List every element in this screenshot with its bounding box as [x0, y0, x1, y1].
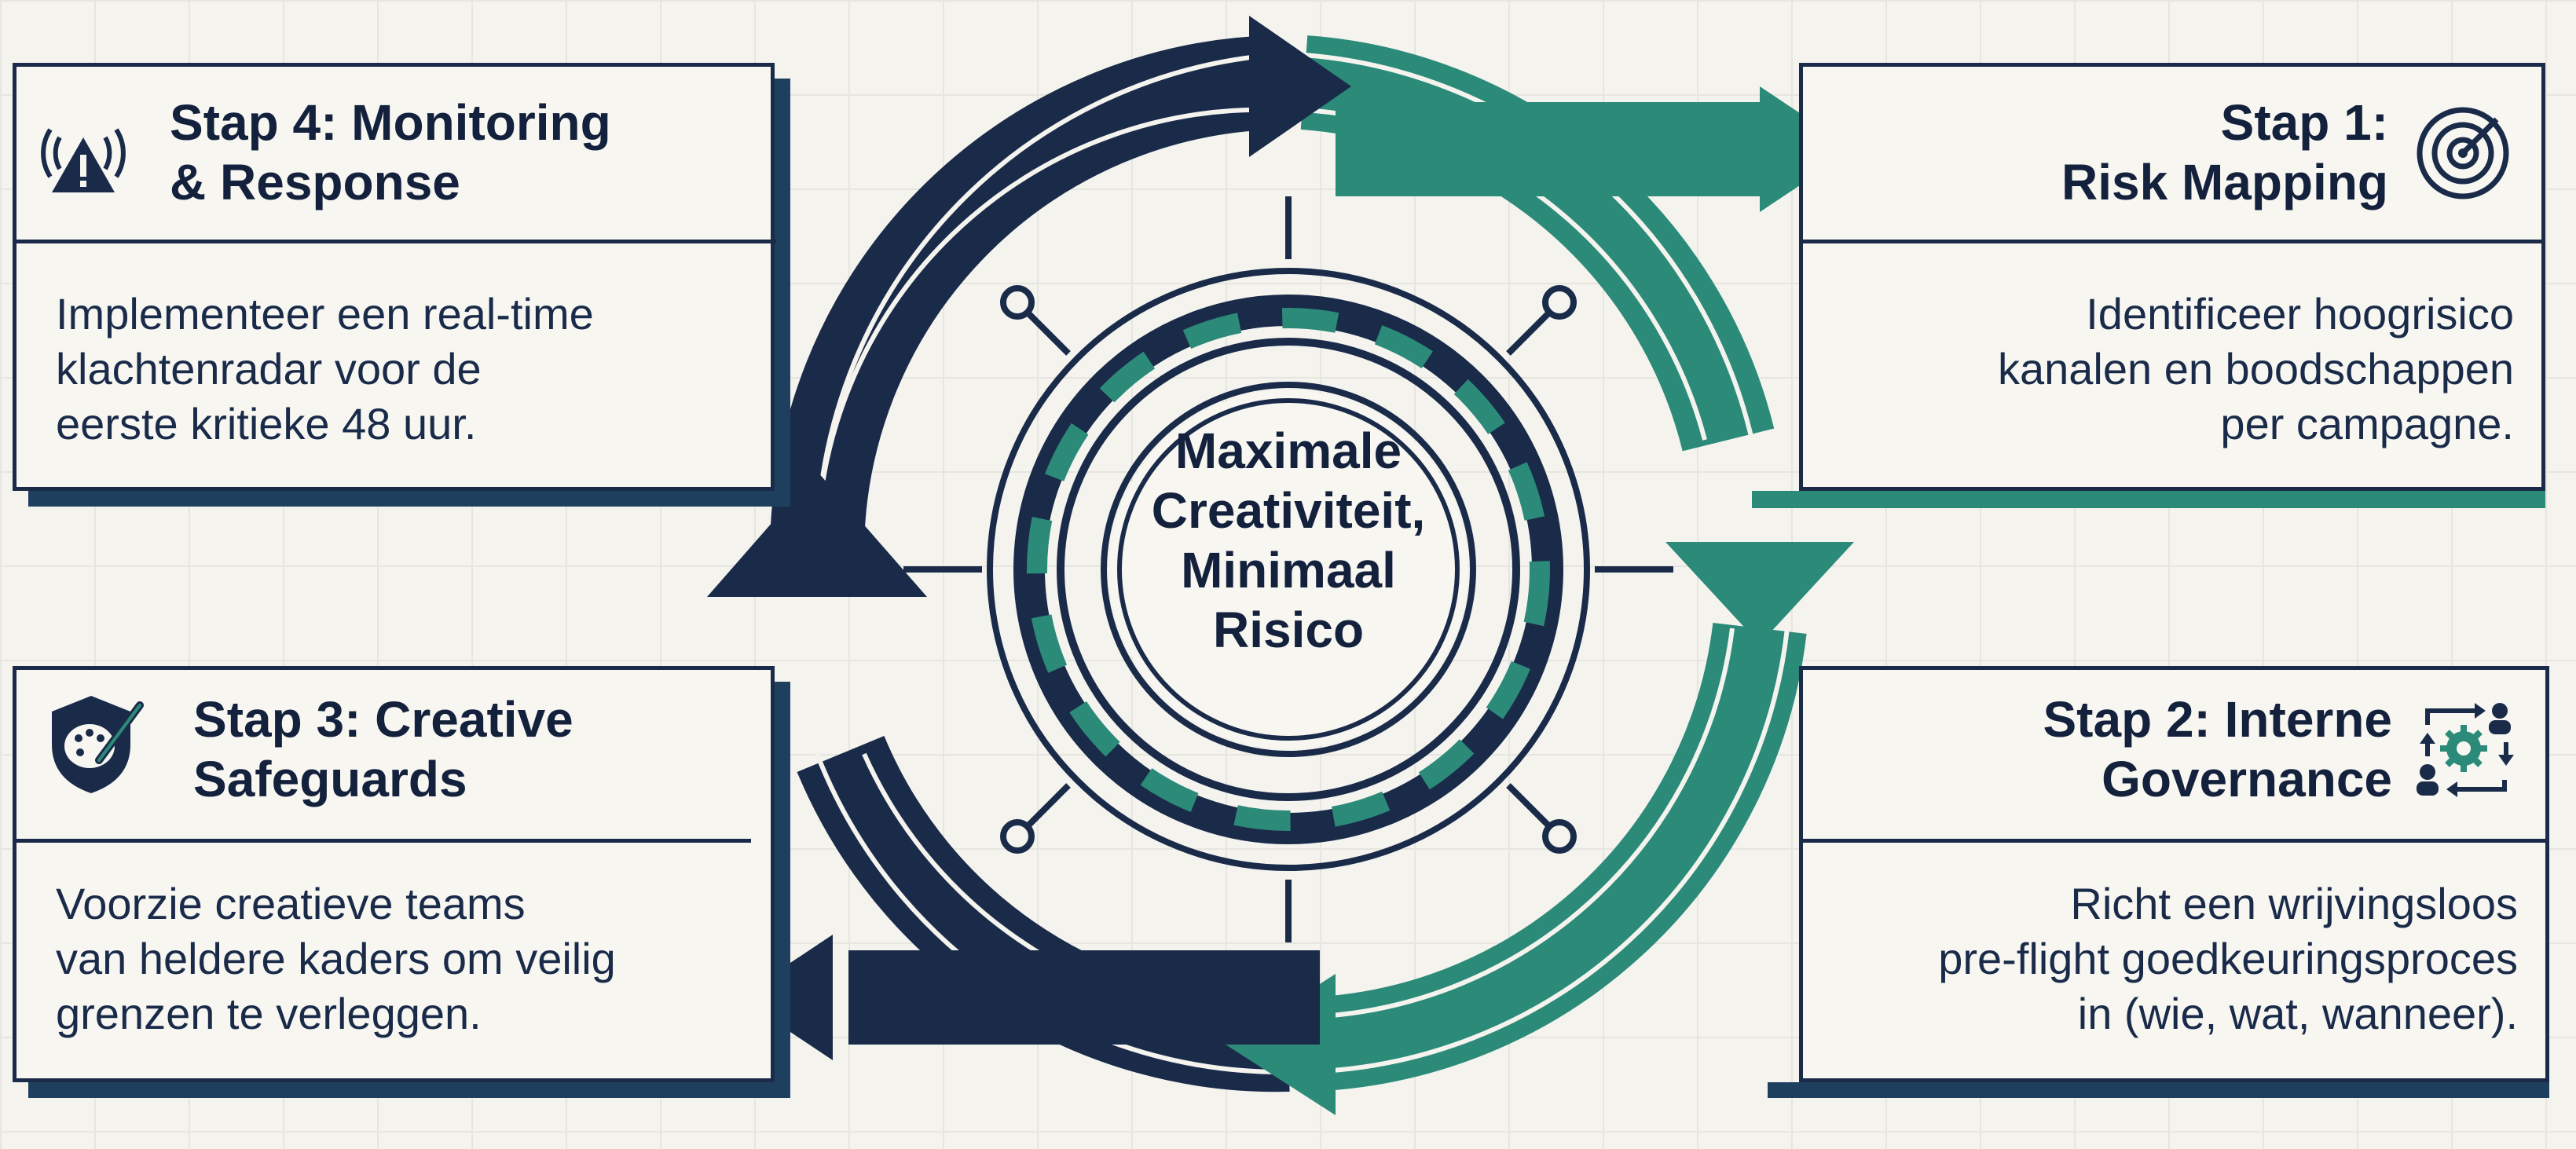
step-4-card: Stap 4: Monitoring & Response Implemente… [13, 63, 790, 507]
step-1-title-line: Risk Mapping [2061, 154, 2388, 210]
step-4-desc-line: eerste kritieke 48 uur. [56, 399, 477, 448]
alert-broadcast-icon [36, 106, 130, 200]
step-2-description: Richt een wrijvingsloos pre-flight goedk… [1938, 876, 2518, 1041]
step-1-desc-line: per campagne. [2220, 399, 2514, 448]
step-2-title: Stap 2: Interne Governance [2043, 690, 2392, 809]
step-3-card: Stap 3: Creative Safeguards Voorzie crea… [13, 666, 790, 1098]
step-3-desc-line: van heldere kaders om veilig [56, 934, 616, 983]
arrowhead-left [707, 471, 927, 597]
center-title-line: Risico [1212, 602, 1365, 658]
step-3-divider [13, 839, 751, 843]
center-title-line: Maximale [1174, 423, 1402, 479]
card-shadow [1752, 491, 2545, 508]
step-2-desc-line: pre-flight goedkeuringsproces [1938, 934, 2518, 983]
center-ring [1117, 398, 1460, 741]
card-panel [13, 666, 775, 1082]
card-panel [1799, 666, 2549, 1082]
step-3-title: Stap 3: Creative Safeguards [193, 690, 573, 809]
feed-bars [848, 102, 1775, 1045]
step-3-title-line: Stap 3: Creative [193, 691, 573, 748]
arrowhead-right [1665, 542, 1854, 644]
step-1-desc-line: kanalen en boodschappen [1997, 344, 2514, 393]
step-2-desc-line: in (wie, wat, wanneer). [2077, 989, 2518, 1038]
step-4-divider [13, 240, 776, 243]
step-1-title-line: Stap 1: [2220, 94, 2388, 151]
step-1-description: Identificeer hoogrisico kanalen en boods… [1998, 287, 2514, 452]
card-panel [13, 63, 775, 491]
step-2-desc-line: Richt een wrijvingsloos [2070, 879, 2518, 928]
step-1-divider [1799, 240, 2545, 243]
shield-palette-icon [44, 690, 146, 800]
step-4-title-line: Stap 4: Monitoring [170, 94, 611, 151]
radar-icon [2412, 102, 2514, 204]
workflow-gear-icon [2412, 693, 2522, 803]
step-4-title: Stap 4: Monitoring & Response [170, 93, 611, 212]
step-4-description: Implementeer een real-time klachtenradar… [56, 287, 594, 452]
center-title-line: Minimaal [1181, 542, 1396, 598]
step-2-title-line: Governance [2101, 751, 2392, 807]
center-title: Maximale Creativiteit, Minimaal Risico [1068, 421, 1508, 660]
center-disc [1109, 390, 1468, 748]
step-2-divider [1799, 839, 2549, 843]
step-1-card: Stap 1: Risk Mapping Identificeer hoogri… [1752, 63, 2545, 508]
inner-ring-teal-pattern [1027, 308, 1550, 831]
step-2-title-line: Stap 2: Interne [2043, 691, 2392, 748]
arrowhead-top [1249, 16, 1351, 157]
step-3-desc-line: Voorzie creatieve teams [56, 879, 526, 928]
step-1-title: Stap 1: Risk Mapping [2061, 93, 2388, 212]
step-4-desc-line: klachtenradar voor de [56, 344, 482, 393]
step-4-title-line: & Response [170, 154, 460, 210]
step-4-desc-line: Implementeer een real-time [56, 289, 594, 338]
center-title-line: Creativiteit, [1151, 482, 1426, 539]
step-2-card: Stap 2: Interne Governance [1768, 666, 2549, 1098]
card-shadow [1768, 1082, 2549, 1098]
ring-nodes [1000, 285, 1577, 854]
card-panel [1799, 63, 2545, 491]
step-3-title-line: Safeguards [193, 751, 467, 807]
step-3-description: Voorzie creatieve teams van heldere kade… [56, 876, 616, 1041]
step-1-desc-line: Identificeer hoogrisico [2086, 289, 2514, 338]
step-3-desc-line: grenzen te verleggen. [56, 989, 482, 1038]
